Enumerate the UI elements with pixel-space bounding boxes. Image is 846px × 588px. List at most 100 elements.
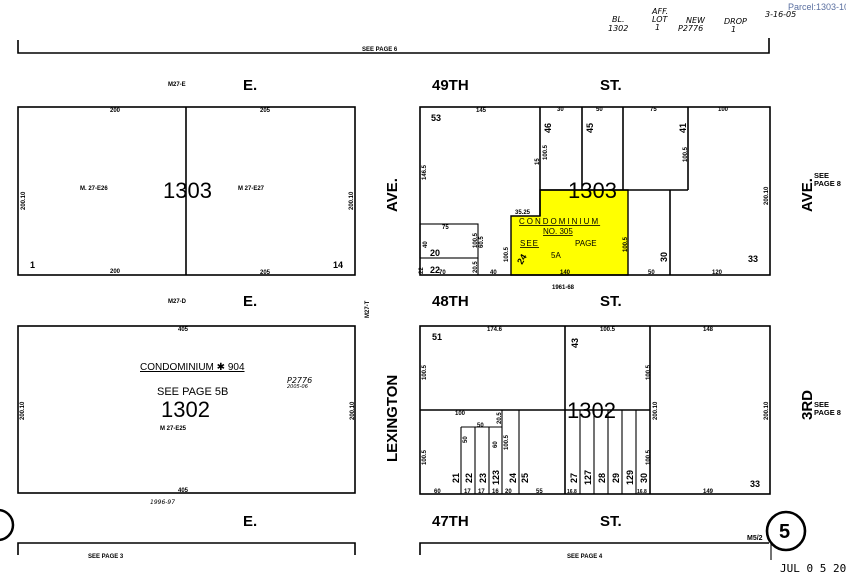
svg-text:14: 14 <box>333 260 343 270</box>
see-page-3[interactable]: SEE PAGE 3 <box>88 554 124 560</box>
svg-text:140: 140 <box>560 270 571 276</box>
svg-text:AFF.: AFF. <box>651 7 668 16</box>
svg-text:M. 27-E26: M. 27-E26 <box>80 186 108 192</box>
svg-text:1: 1 <box>731 25 736 34</box>
street-prefix: E. <box>243 293 257 310</box>
svg-text:NO. 305: NO. 305 <box>543 227 573 236</box>
svg-text:NEW: NEW <box>686 16 706 25</box>
svg-text:16: 16 <box>492 489 499 495</box>
street-note: 1961-68 <box>552 285 575 291</box>
svg-text:100.5: 100.5 <box>623 236 629 252</box>
svg-text:P2776: P2776 <box>678 24 703 33</box>
svg-text:145: 145 <box>476 108 487 114</box>
block-1303-east[interactable]: 1303 CONDOMINIUM NO. 305 SEE PAGE 5A 53 … <box>419 106 771 276</box>
svg-text:2005-06: 2005-06 <box>287 384 308 390</box>
see-page-4[interactable]: SEE PAGE 4 <box>567 554 603 560</box>
svg-text:205: 205 <box>260 270 271 276</box>
svg-text:24: 24 <box>515 252 529 266</box>
svg-text:200.10: 200.10 <box>20 401 26 420</box>
block-number: 1302 <box>567 398 616 423</box>
svg-text:45: 45 <box>585 123 595 133</box>
svg-text:100.5: 100.5 <box>600 327 616 333</box>
svg-text:20: 20 <box>505 489 512 495</box>
svg-text:100: 100 <box>455 411 466 417</box>
adjacent-page-boundary-bottom-right <box>419 542 769 555</box>
svg-text:15: 15 <box>535 158 541 165</box>
svg-text:16.8: 16.8 <box>567 489 577 495</box>
svg-text:1: 1 <box>655 23 660 32</box>
svg-text:SEE: SEE <box>520 239 539 248</box>
svg-text:5A: 5A <box>551 251 561 260</box>
svg-text:30: 30 <box>659 252 669 262</box>
street-suffix: ST. <box>600 77 622 94</box>
svg-text:200: 200 <box>110 269 121 275</box>
svg-text:75: 75 <box>650 107 657 113</box>
svg-text:70: 70 <box>439 270 446 276</box>
svg-text:40: 40 <box>490 270 497 276</box>
svg-text:35.25: 35.25 <box>515 210 531 216</box>
svg-text:20: 20 <box>430 248 440 258</box>
see-page-east-top[interactable]: SEE PAGE 8 <box>814 171 841 188</box>
svg-text:100.5: 100.5 <box>646 449 652 465</box>
svg-text:17: 17 <box>478 489 485 495</box>
svg-text:23: 23 <box>478 473 488 483</box>
street-prefix: E. <box>243 77 257 94</box>
map-sheet-marker[interactable]: 5 <box>765 510 807 552</box>
svg-text:1: 1 <box>30 260 35 270</box>
street-name-49th: 49TH <box>432 77 469 94</box>
svg-text:CONDOMINIUM ✱ 904: CONDOMINIUM ✱ 904 <box>140 362 245 373</box>
svg-text:1302: 1302 <box>608 24 628 33</box>
svg-text:30: 30 <box>639 473 649 483</box>
adjacent-page-boundary-top <box>17 38 770 54</box>
street-suffix: ST. <box>600 513 622 530</box>
map-ref: M27-T <box>365 300 371 318</box>
adjacent-page-boundary-bottom-left <box>17 542 356 555</box>
see-page-6[interactable]: SEE PAGE 6 <box>362 47 398 53</box>
received-date-stamp: JUL 0 5 2005 <box>780 562 846 575</box>
svg-text:17: 17 <box>464 489 471 495</box>
svg-text:146.5: 146.5 <box>422 164 428 180</box>
svg-text:22: 22 <box>464 473 474 483</box>
svg-text:1996-97: 1996-97 <box>150 499 175 506</box>
street-name-48th: 48TH <box>432 293 469 310</box>
block-1302-west[interactable]: 405 405 200.10 200.10 CONDOMINIUM ✱ 904 … <box>17 325 356 506</box>
svg-text:29: 29 <box>611 473 621 483</box>
svg-text:3-16-05: 3-16-05 <box>765 10 796 19</box>
svg-text:55: 55 <box>536 489 543 495</box>
svg-text:46: 46 <box>543 123 553 133</box>
svg-text:174.6: 174.6 <box>487 327 503 333</box>
street-suffix: ST. <box>600 293 622 310</box>
street-prefix: E. <box>243 513 257 530</box>
svg-text:148: 148 <box>703 327 714 333</box>
map-ref-m5-2: M5/2 <box>747 535 763 542</box>
see-page-east-bottom[interactable]: SEE PAGE 8 <box>814 400 841 417</box>
svg-text:200.10: 200.10 <box>350 401 356 420</box>
svg-text:120: 120 <box>712 270 723 276</box>
svg-text:20.5: 20.5 <box>473 261 479 273</box>
svg-text:SEE PAGE 5B: SEE PAGE 5B <box>157 386 228 398</box>
svg-text:CONDOMINIUM: CONDOMINIUM <box>519 217 600 226</box>
lot-dimensions: 174.6 100.5 148 100.5 100.5 200.10 200.1… <box>422 327 770 495</box>
svg-text:405: 405 <box>178 488 189 494</box>
adjacent-sheet-circle <box>0 508 15 542</box>
svg-text:50: 50 <box>596 107 603 113</box>
svg-text:21: 21 <box>451 473 461 483</box>
svg-text:33: 33 <box>750 479 760 489</box>
block-1302-east[interactable]: 1302 51 43 33 21 22 23 123 24 25 27 127 … <box>419 325 771 495</box>
svg-text:405: 405 <box>178 327 189 333</box>
svg-text:149: 149 <box>703 489 714 495</box>
svg-text:30: 30 <box>557 107 564 113</box>
street-name-47th: 47TH <box>432 513 469 530</box>
svg-text:40: 40 <box>423 241 429 248</box>
svg-text:LOT: LOT <box>652 15 669 24</box>
svg-text:33: 33 <box>748 254 758 264</box>
svg-text:24: 24 <box>508 473 518 483</box>
block-1303-west[interactable]: 200 205 200 205 200.10 200.10 M. 27-E26 … <box>17 106 356 276</box>
svg-text:60: 60 <box>493 441 499 448</box>
svg-text:100.5: 100.5 <box>422 449 428 465</box>
revision-annotations: BL. 1302 AFF. LOT 1 NEW P2776 DROP 1 3-1… <box>608 7 796 34</box>
svg-text:43: 43 <box>570 338 580 348</box>
svg-text:PAGE: PAGE <box>575 239 597 248</box>
